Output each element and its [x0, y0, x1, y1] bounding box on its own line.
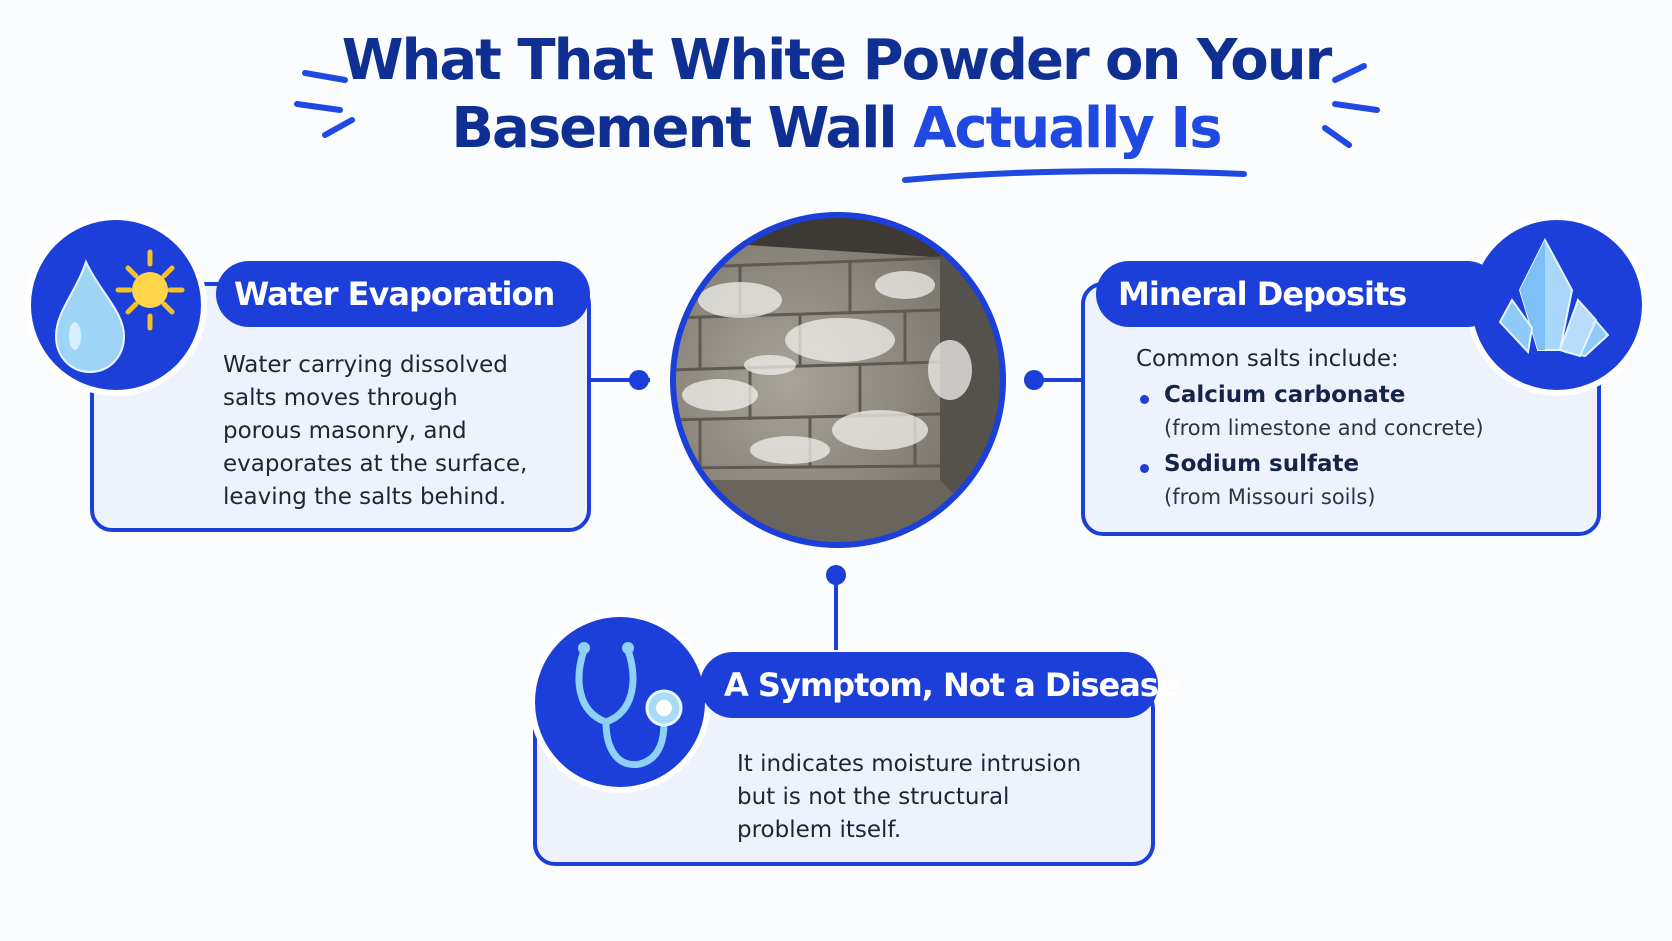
water-drop-sun-icon: [25, 214, 207, 396]
title-underline: [902, 168, 1247, 183]
connector-dot-bottom: [826, 565, 846, 585]
card-water-heading: Water Evaporation: [216, 261, 590, 327]
photo-ring: [670, 212, 1006, 548]
bullet-icon: [1140, 395, 1149, 404]
page-title-line-2: Basement Wall Actually Is: [0, 96, 1672, 162]
card-symptom-body: It indicates moisture intrusion but is n…: [737, 748, 1081, 847]
card-water-line: Water carrying dissolved: [223, 352, 508, 378]
bullet-icon: [1140, 464, 1149, 473]
sparkle-right-icon: [1322, 63, 1380, 148]
card-water-line: leaving the salts behind.: [223, 484, 507, 510]
salt-source: (from Missouri soils): [1164, 485, 1376, 509]
card-minerals-heading: Mineral Deposits: [1096, 261, 1500, 327]
card-symptom-heading: A Symptom, Not a Disease: [700, 652, 1180, 718]
crystal-icon: [1466, 214, 1648, 396]
salt-source: (from limestone and concrete): [1164, 416, 1484, 440]
page-title-line-1: What That White Powder on Your: [341, 28, 1333, 93]
connector-dot-right: [1024, 370, 1044, 390]
card-water-line: porous masonry, and: [223, 418, 467, 444]
sparkle-left-icon: [294, 70, 355, 138]
page-title-main: Basement Wall: [451, 96, 914, 161]
stethoscope-icon: [529, 611, 711, 793]
salt-name: Calcium carbonate: [1164, 382, 1406, 408]
card-symptom-line: but is not the structural: [737, 784, 1010, 810]
connector-dot-left: [629, 370, 649, 390]
page-title-accent: Actually Is: [913, 96, 1223, 161]
card-water-line: evaporates at the surface,: [223, 451, 528, 477]
card-symptom-line: It indicates moisture intrusion: [737, 751, 1082, 777]
card-water-line: salts moves through: [223, 385, 458, 411]
salt-name: Sodium sulfate: [1164, 451, 1360, 477]
card-water-body: Water carrying dissolved salts moves thr…: [223, 349, 527, 514]
card-minerals-intro: Common salts include:: [1136, 346, 1399, 372]
card-symptom-line: problem itself.: [737, 817, 902, 843]
